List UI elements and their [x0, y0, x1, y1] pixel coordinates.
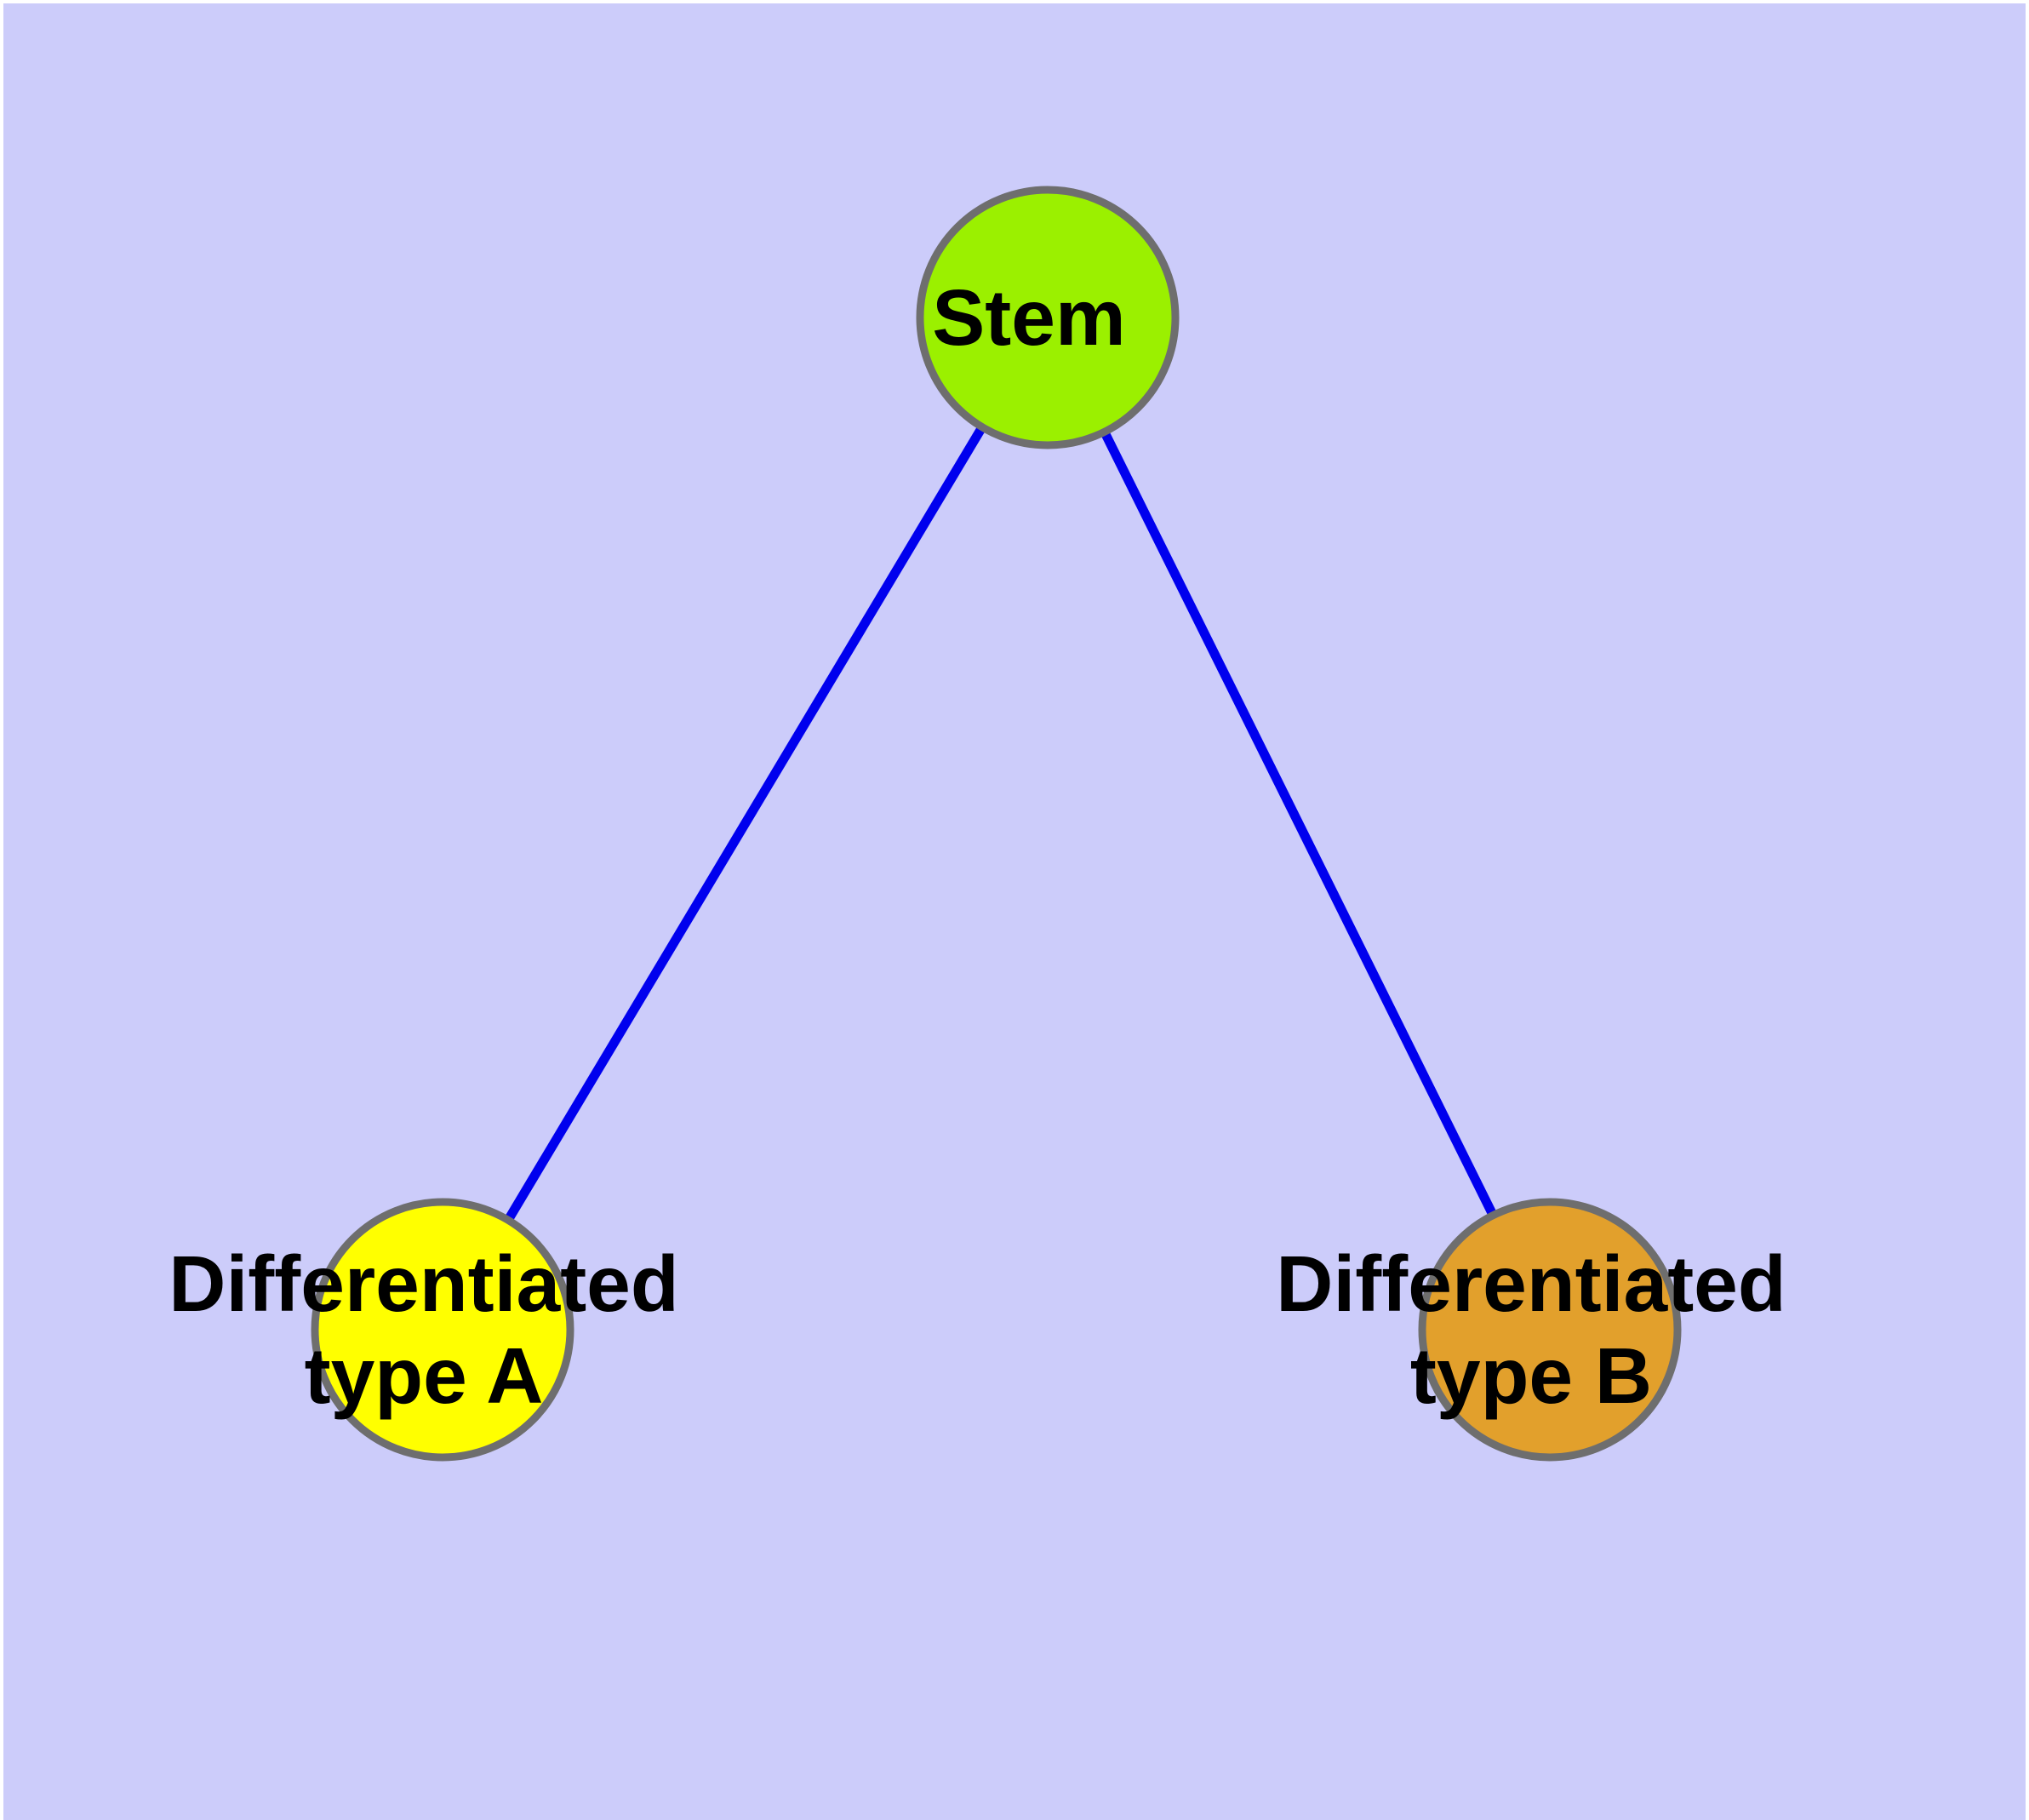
differentiated-type-a-label-line-1: Differentiated	[169, 1239, 678, 1328]
differentiated-type-b-label-line-1: Differentiated	[1276, 1239, 1786, 1328]
stem-node-label: Stem	[932, 273, 1125, 362]
differentiated-type-b-node-circle[interactable]	[1418, 1198, 1682, 1462]
edge-stem-to-differentiated-type-a[interactable]	[504, 424, 986, 1223]
edge-stem-to-differentiated-type-b[interactable]	[1100, 429, 1498, 1218]
node-differentiated-type-a[interactable]: Differentiated type A	[169, 1198, 679, 1462]
stem-node-circle[interactable]	[916, 186, 1180, 449]
node-differentiated-type-b[interactable]: Differentiated type B	[1276, 1198, 1786, 1462]
node-stem[interactable]: Stem	[916, 186, 1180, 449]
edge-layer	[504, 424, 1498, 1223]
differentiated-type-a-label-line-2: type A	[305, 1331, 544, 1420]
differentiated-type-b-label-line-2: type B	[1410, 1331, 1652, 1420]
differentiated-type-a-node-circle[interactable]	[311, 1198, 574, 1462]
node-layer: Stem Differentiated type A Differentiate…	[169, 186, 1786, 1462]
